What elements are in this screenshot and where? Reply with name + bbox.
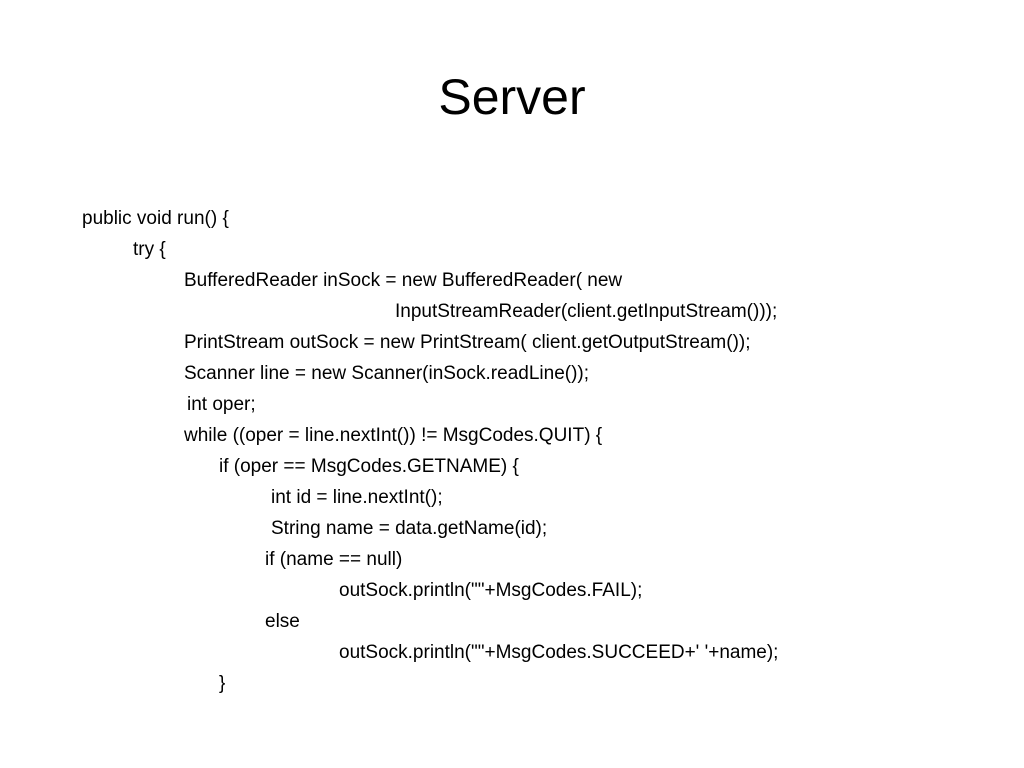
code-line: if (oper == MsgCodes.GETNAME) { — [219, 456, 519, 477]
code-line: while ((oper = line.nextInt()) != MsgCod… — [184, 425, 603, 446]
code-line: outSock.println(""+MsgCodes.SUCCEED+' '+… — [339, 642, 779, 663]
code-block: public void run() { try { BufferedReader… — [0, 203, 1024, 703]
code-line: String name = data.getName(id); — [271, 518, 548, 539]
code-line: InputStreamReader(client.getInputStream(… — [395, 301, 778, 322]
code-line: PrintStream outSock = new PrintStream( c… — [184, 332, 751, 353]
code-line: outSock.println(""+MsgCodes.FAIL); — [339, 580, 643, 601]
slide-title: Server — [438, 69, 586, 125]
code-line: try { — [133, 239, 166, 260]
code-line: BufferedReader inSock = new BufferedRead… — [184, 270, 623, 291]
code-line: Scanner line = new Scanner(inSock.readLi… — [184, 363, 590, 384]
code-line: int oper; — [187, 394, 256, 415]
code-line: public void run() { — [82, 208, 229, 229]
code-line: } — [219, 673, 226, 694]
code-line: int id = line.nextInt(); — [271, 487, 443, 508]
code-line: else — [265, 611, 300, 632]
code-line: if (name == null) — [265, 549, 403, 570]
